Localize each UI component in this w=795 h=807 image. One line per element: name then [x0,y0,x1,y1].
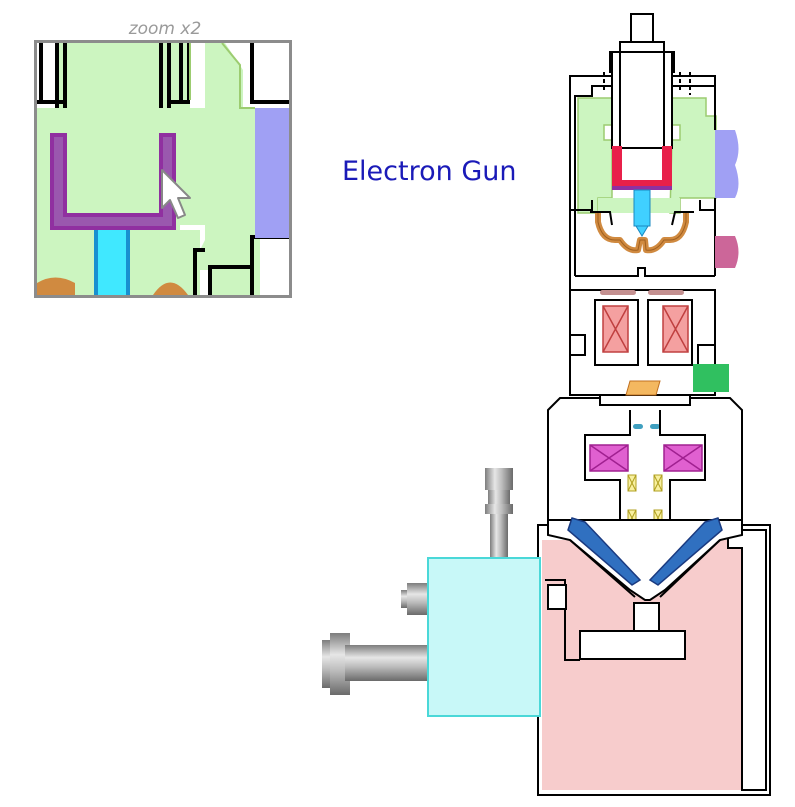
condenser-section [569,289,729,406]
external-hardware [322,468,541,717]
cursor-icon [161,169,191,219]
zoom-frame [34,40,292,298]
zoom-caption: zoom x2 [128,19,202,39]
zoom-panel: zoom x2 [34,19,292,298]
objective-section [547,397,743,540]
electron-gun [569,13,739,290]
electron-gun-label: Electron Gun [342,156,516,187]
specimen-chamber [537,517,771,796]
